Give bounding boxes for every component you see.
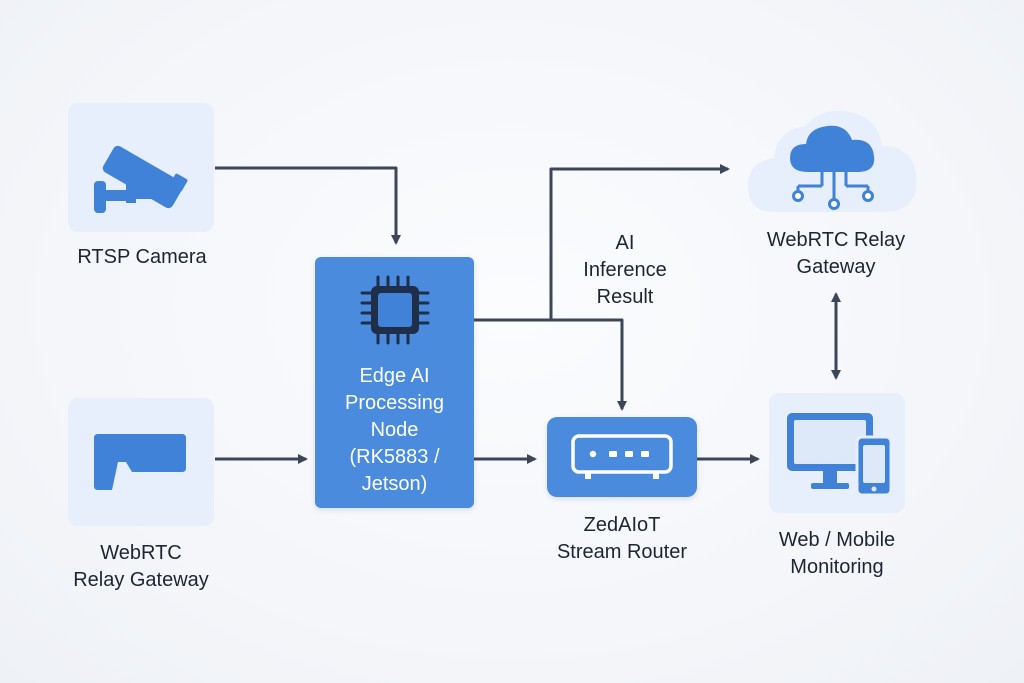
stream-router-line-1: ZedAIoT: [583, 514, 661, 536]
web-mobile-label: Web / Mobile Monitoring: [740, 527, 934, 581]
stream-router-label: ZedAIoT Stream Router: [527, 512, 717, 566]
webrtc-gateway-cloud: [744, 106, 922, 214]
inference-line-3: Result: [596, 286, 654, 308]
edge-ai-line-5: Jetson): [361, 473, 428, 495]
arrow-edge-to-router-top: [551, 318, 627, 411]
chip-icon: [358, 273, 432, 352]
gateway-device-icon: [88, 430, 188, 499]
inference-line-1: AI: [615, 232, 635, 254]
webrtc-gateway-left-line-2: Relay Gateway: [73, 569, 209, 591]
inference-line-2: Inference: [583, 259, 667, 281]
webrtc-gateway-left-line-1: WebRTC: [100, 542, 182, 564]
edge-ai-line-3: Node: [370, 419, 419, 441]
edge-ai-node: Edge AI Processing Node (RK5883 / Jetson…: [315, 257, 474, 508]
stream-router-node: [547, 417, 697, 497]
arrow-edge-to-cloud: [474, 164, 730, 322]
stream-router-line-2: Stream Router: [556, 541, 688, 563]
rtsp-camera-label: RTSP Camera: [77, 246, 207, 268]
web-mobile-line-1: Web / Mobile: [778, 529, 896, 551]
router-icon: [571, 434, 673, 487]
web-mobile-tile: [769, 393, 905, 513]
webrtc-gateway-left-label: WebRTC Relay Gateway: [40, 540, 242, 594]
arrow-camera-to-edge: [215, 166, 401, 245]
edge-ai-label: Edge AI Processing Node (RK5883 / Jetson…: [315, 363, 474, 498]
webrtc-gateway-right-line-2: Gateway: [796, 256, 876, 278]
web-mobile-line-2: Monitoring: [790, 556, 884, 578]
webrtc-gateway-left-tile: [68, 398, 214, 526]
edge-ai-line-4: (RK5883 /: [349, 446, 440, 468]
cloud-network-icon: [784, 120, 882, 217]
webrtc-gateway-right-line-1: WebRTC Relay: [766, 229, 906, 251]
edge-ai-line-1: Edge AI: [359, 365, 430, 387]
rtsp-camera-tile: [68, 103, 214, 232]
inference-result-label: AI Inference Result: [560, 230, 690, 311]
webrtc-gateway-right-label: WebRTC Relay Gateway: [736, 227, 936, 281]
monitor-phone-icon: [785, 411, 893, 502]
cctv-camera-icon: [90, 117, 195, 222]
edge-ai-line-2: Processing: [345, 392, 444, 414]
